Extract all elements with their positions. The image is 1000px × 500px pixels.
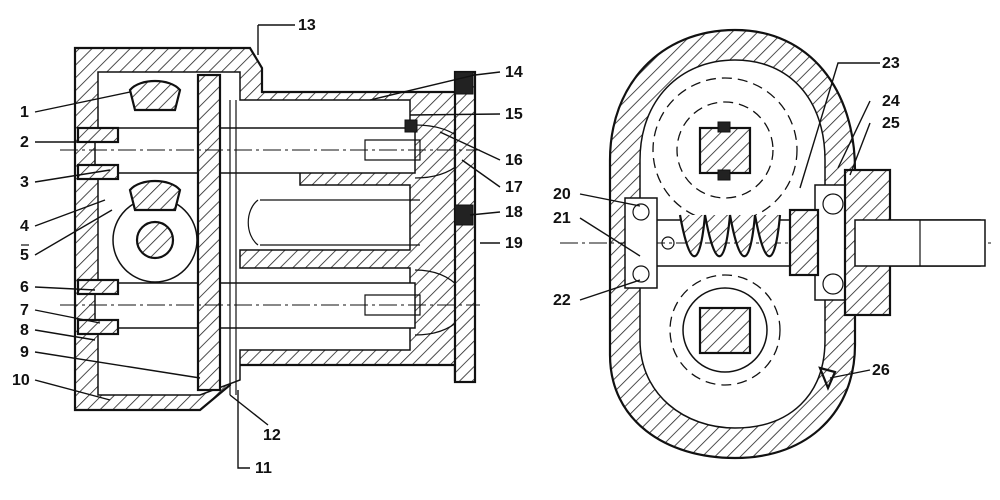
label-18: 18 <box>505 204 523 221</box>
label-21: 21 <box>553 210 571 227</box>
label-22: 22 <box>553 292 571 309</box>
label-10: 10 <box>12 372 30 389</box>
label-6: 6 <box>20 279 29 296</box>
worm-threads <box>678 214 782 258</box>
label-26: 26 <box>872 362 890 379</box>
label-20: 20 <box>553 186 571 203</box>
label-23: 23 <box>882 55 900 72</box>
end-flange <box>453 70 477 384</box>
label-14: 14 <box>505 64 523 81</box>
label-1: 1 <box>20 104 29 121</box>
label-25: 25 <box>882 115 900 132</box>
lower-hub <box>698 306 752 355</box>
label-4: 4 <box>20 218 29 235</box>
label-13: 13 <box>298 17 316 34</box>
label-16: 16 <box>505 152 523 169</box>
label-12: 12 <box>263 427 281 444</box>
label-8: 8 <box>20 322 29 339</box>
label-24: 24 <box>882 93 900 110</box>
label-5: 5 <box>20 247 29 264</box>
label-2: 2 <box>20 134 29 151</box>
gear-stack <box>196 73 222 392</box>
label-15: 15 <box>505 106 523 123</box>
label-11: 11 <box>255 460 272 477</box>
label-19: 19 <box>505 235 523 252</box>
left-section-view <box>60 46 480 412</box>
label-7: 7 <box>20 302 29 319</box>
label-3: 3 <box>20 174 29 191</box>
label-9: 9 <box>20 344 29 361</box>
part-labels: 1 2 3 4 5 6 7 8 9 10 11 12 13 14 15 16 1… <box>12 17 900 477</box>
label-17: 17 <box>505 179 523 196</box>
leader-lines <box>34 24 880 469</box>
right-section-view <box>560 28 995 460</box>
upper-hub <box>698 126 752 175</box>
